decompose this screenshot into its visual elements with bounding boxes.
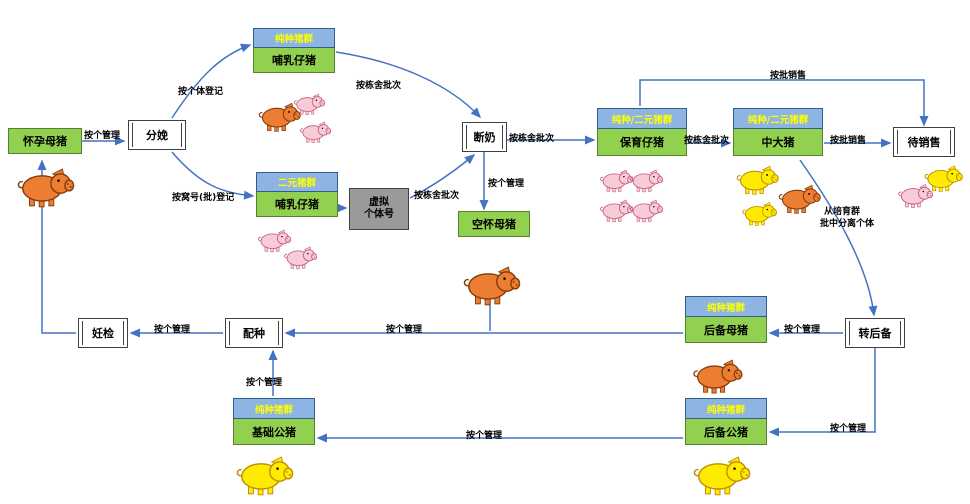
group-body: 保育仔猪 xyxy=(597,129,687,156)
edge-label-barn-batch: 按栋舍批次 xyxy=(509,134,555,144)
pig-icon-orange xyxy=(776,180,822,215)
edge-label-manage: 按个管理 xyxy=(830,424,867,434)
edge-label-manage: 按个管理 xyxy=(154,325,191,335)
pig-icon-orange xyxy=(256,98,302,133)
group-body: 基础公猪 xyxy=(233,419,315,445)
pig-icon-yellow xyxy=(740,198,778,227)
edge-label-register-litter: 按窝号(批)登记 xyxy=(172,193,235,203)
pig-icon-pink xyxy=(298,118,332,144)
pig-icon-pink xyxy=(292,90,326,116)
group-header: 纯种/二元猪群 xyxy=(733,108,823,129)
node-nursery-piglets: 纯种/二元猪群 保育仔猪 xyxy=(597,108,687,156)
group-header: 二元猪群 xyxy=(256,172,338,192)
pig-icon-pink xyxy=(896,180,934,209)
edge-label-manage: 按个管理 xyxy=(784,325,821,335)
edge-label-barn-batch: 按栋舍批次 xyxy=(356,81,402,91)
pig-icon-pink xyxy=(628,166,664,193)
group-header: 纯种猪群 xyxy=(685,296,767,317)
node-open-sow: 空怀母猪 xyxy=(458,211,530,237)
node-base-boar: 纯种猪群 基础公猪 xyxy=(233,398,315,445)
node-pregnant-sow: 怀孕母猪 xyxy=(8,128,82,154)
pig-icon-yellow xyxy=(233,450,295,497)
node-virtual-id: 虚拟 个体号 xyxy=(349,188,409,230)
edge-label-manage: 按个管理 xyxy=(466,431,503,441)
pig-icon-orange xyxy=(460,260,522,307)
pig-icon-pink xyxy=(282,243,318,270)
node-farrowing: 分娩 xyxy=(128,120,186,150)
node-reserve-sow: 纯种猪群 后备母猪 xyxy=(685,296,767,343)
pig-icon-yellow xyxy=(922,161,964,193)
edge-label-separate-line1: 从培育群 xyxy=(824,207,861,217)
group-header: 纯种猪群 xyxy=(685,398,767,419)
pig-icon-yellow xyxy=(734,161,780,196)
pig-icon-pink xyxy=(628,196,664,223)
edge-label-batch-sale: 按批销售 xyxy=(830,136,867,146)
edge-label-barn-batch: 按栋舍批次 xyxy=(414,191,460,201)
group-body: 后备公猪 xyxy=(685,419,767,445)
node-reserve-boar: 纯种猪群 后备公猪 xyxy=(685,398,767,445)
pig-icon-pink xyxy=(598,196,634,223)
edge-label-separate-line2: 批中分离个体 xyxy=(820,219,875,229)
node-grower-pigs: 纯种/二元猪群 中大猪 xyxy=(733,108,823,156)
virtual-id-line2: 个体号 xyxy=(364,209,394,220)
node-weaning: 断奶 xyxy=(462,122,507,152)
pig-icon-yellow xyxy=(690,450,752,497)
group-header: 纯种猪群 xyxy=(253,28,335,48)
group-header: 纯种/二元猪群 xyxy=(597,108,687,129)
pig-icon-orange xyxy=(690,354,744,395)
edge-label-batch-sale: 按批销售 xyxy=(770,71,807,81)
group-body: 哺乳仔猪 xyxy=(256,192,338,217)
edge-label-manage: 按个管理 xyxy=(246,378,283,388)
node-mating: 配种 xyxy=(225,318,283,348)
node-purebred-suckling: 纯种猪群 哺乳仔猪 xyxy=(253,28,335,73)
edge-label-barn-batch: 按栋舍批次 xyxy=(684,136,730,146)
edge-label-manage: 按个管理 xyxy=(84,131,121,141)
node-transfer-reserve: 转后备 xyxy=(845,318,905,348)
virtual-id-line1: 虚拟 xyxy=(369,196,389,208)
node-for-sale: 待销售 xyxy=(893,127,955,157)
node-pregnancy-check: 妊检 xyxy=(78,318,128,348)
pig-icon-orange xyxy=(14,162,76,209)
group-body: 哺乳仔猪 xyxy=(253,48,335,73)
pig-icon-pink xyxy=(256,226,292,253)
edge-label-manage: 按个管理 xyxy=(488,179,525,189)
group-body: 后备母猪 xyxy=(685,317,767,343)
node-binary-suckling: 二元猪群 哺乳仔猪 xyxy=(256,172,338,217)
edge-label-manage: 按个管理 xyxy=(386,325,423,335)
group-body: 中大猪 xyxy=(733,129,823,156)
group-header: 纯种猪群 xyxy=(233,398,315,419)
edge-label-register-individual: 按个体登记 xyxy=(178,87,224,97)
